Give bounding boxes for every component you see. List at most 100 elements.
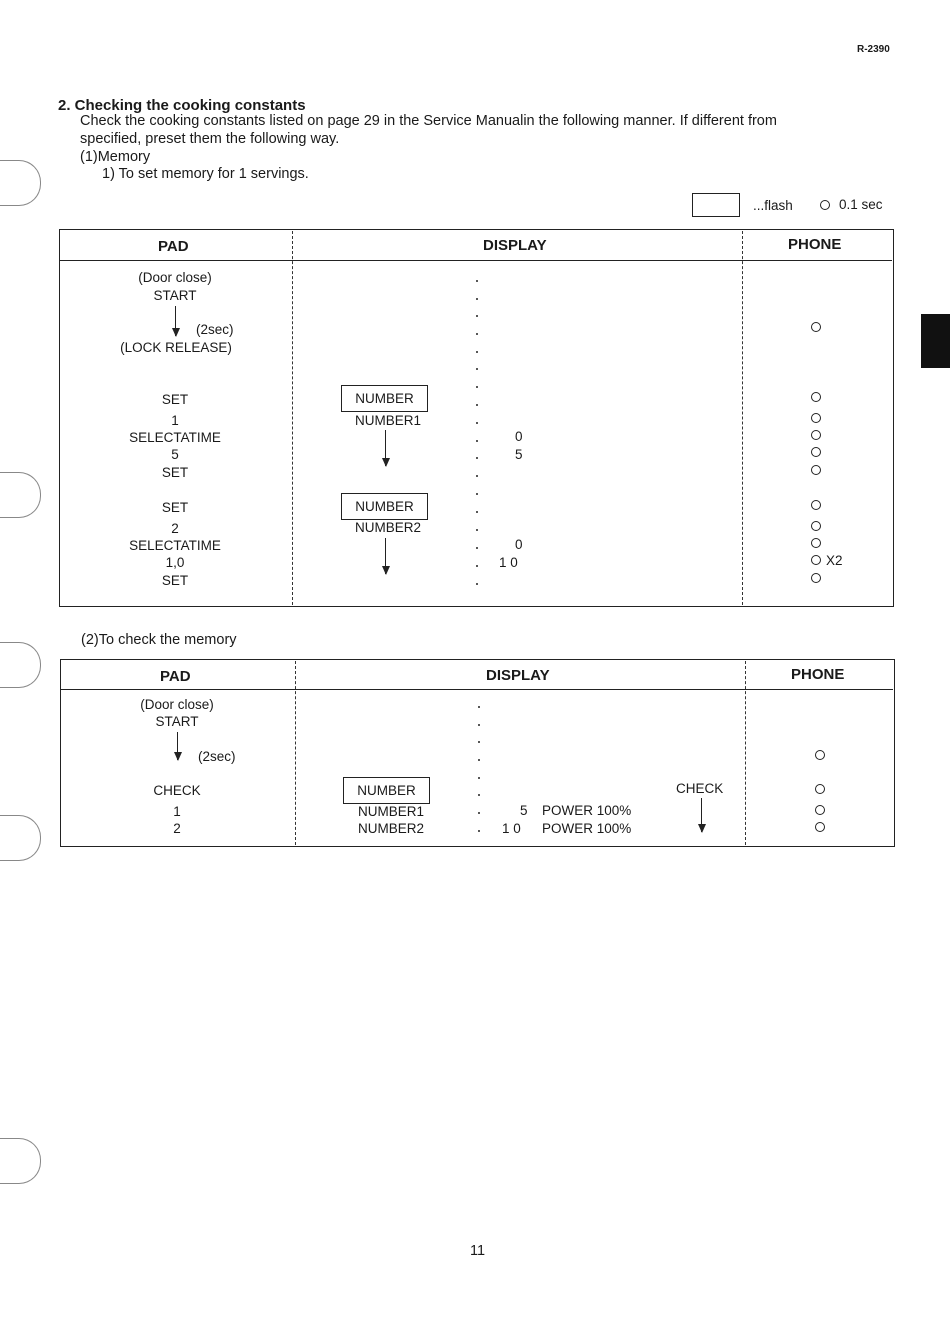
- phone-tone-icon: [811, 392, 821, 402]
- phone-repeat-label: X2: [826, 553, 843, 568]
- display-dot: [476, 511, 478, 513]
- display-dot: [476, 315, 478, 317]
- phone-tone-icon: [811, 555, 821, 565]
- intro-line-2: specified, preset them the following way…: [80, 131, 340, 147]
- down-arrow-icon: [381, 538, 390, 575]
- display-value: 1 0: [502, 821, 521, 836]
- display-power-text: POWER 100%: [542, 821, 632, 836]
- display-number1: NUMBER1: [358, 804, 425, 819]
- intro-line-1: Check the cooking constants listed on pa…: [80, 113, 777, 129]
- display-dot: [476, 351, 478, 353]
- display-check-label: CHECK: [676, 781, 724, 796]
- display-dot: [478, 830, 480, 832]
- pad-header: PAD: [160, 668, 191, 685]
- display-number-flash: NUMBER: [341, 493, 428, 520]
- pad-lock-release: (LOCK RELEASE): [120, 340, 232, 355]
- display-value: 1 0: [499, 555, 518, 570]
- down-arrow-icon: [173, 732, 182, 761]
- display-dot: [478, 759, 480, 761]
- phone-tone-icon: [811, 447, 821, 457]
- page-number: 11: [470, 1243, 486, 1259]
- phone-tone-icon: [811, 538, 821, 548]
- down-arrow-icon: [697, 798, 706, 833]
- pad-2sec: (2sec): [196, 322, 234, 337]
- interval-legend-label: 0.1 sec: [839, 197, 883, 212]
- display-number2: NUMBER2: [355, 520, 422, 535]
- binding-hole: [0, 642, 41, 688]
- display-header: DISPLAY: [483, 237, 547, 254]
- table-header-divider: [60, 260, 892, 261]
- display-dot: [476, 404, 478, 406]
- pad-digit: 1: [171, 413, 179, 428]
- section-title: 2. Checking the cooking constants: [58, 97, 306, 114]
- pad-set: SET: [161, 573, 189, 588]
- pad-digits: 1,0: [165, 555, 185, 570]
- table-header-divider: [61, 689, 893, 690]
- pad-set: SET: [161, 465, 189, 480]
- phone-tone-icon: [815, 822, 825, 832]
- phone-tone-icon: [811, 322, 821, 332]
- display-dot: [476, 386, 478, 388]
- pad-set: SET: [161, 392, 189, 407]
- pad-digit: 5: [171, 447, 179, 462]
- binding-hole: [0, 815, 41, 861]
- display-number1: NUMBER1: [355, 413, 422, 428]
- pad-set: SET: [161, 500, 189, 515]
- display-dot: [476, 422, 478, 424]
- display-dot: [476, 547, 478, 549]
- phone-tone-icon: [815, 750, 825, 760]
- display-dot: [478, 741, 480, 743]
- phone-header: PHONE: [788, 236, 842, 253]
- column-divider: [745, 661, 746, 845]
- phone-tone-icon: [811, 500, 821, 510]
- pad-start: START: [153, 288, 197, 303]
- display-dot: [478, 706, 480, 708]
- phone-tone-icon: [811, 573, 821, 583]
- display-dot: [476, 440, 478, 442]
- phone-tone-icon: [815, 805, 825, 815]
- down-arrow-icon: [381, 430, 390, 467]
- pad-2sec: (2sec): [198, 749, 236, 764]
- index-tab: [921, 314, 950, 368]
- display-value: 0: [515, 429, 523, 444]
- display-dot: [478, 794, 480, 796]
- display-dot: [476, 493, 478, 495]
- flash-legend-box: [692, 193, 740, 217]
- display-dot: [476, 457, 478, 459]
- display-value: 5: [520, 803, 528, 818]
- pad-digit: 2: [173, 821, 181, 836]
- pad-start: START: [155, 714, 199, 729]
- binding-hole: [0, 472, 41, 518]
- phone-tone-icon: [811, 430, 821, 440]
- display-dot: [476, 475, 478, 477]
- memory-check-table: [60, 659, 895, 847]
- pad-selectatime: SELECTATIME: [129, 538, 221, 553]
- display-power-text: POWER 100%: [542, 803, 632, 818]
- memory-set-table: [59, 229, 894, 607]
- pad-door-close: (Door close): [140, 697, 214, 712]
- display-number-flash: NUMBER: [341, 385, 428, 412]
- display-dot: [478, 812, 480, 814]
- phone-tone-icon: [811, 413, 821, 423]
- phone-tone-icon: [811, 465, 821, 475]
- display-header: DISPLAY: [486, 667, 550, 684]
- display-value: 0: [515, 537, 523, 552]
- display-number2: NUMBER2: [358, 821, 425, 836]
- pad-digit: 1: [173, 804, 181, 819]
- column-divider: [292, 231, 293, 605]
- pad-selectatime: SELECTATIME: [129, 430, 221, 445]
- display-dot: [476, 565, 478, 567]
- memory-step: 1) To set memory for 1 servings.: [102, 166, 309, 182]
- display-dot: [478, 777, 480, 779]
- display-dot: [478, 724, 480, 726]
- pad-check: CHECK: [153, 783, 201, 798]
- binding-hole: [0, 160, 41, 206]
- subsection-memory: (1)Memory: [80, 149, 151, 165]
- model-number: R-2390: [857, 44, 890, 55]
- pad-header: PAD: [158, 238, 189, 255]
- phone-header: PHONE: [791, 666, 845, 683]
- column-divider: [742, 231, 743, 605]
- display-dot: [476, 333, 478, 335]
- phone-tone-icon: [820, 200, 830, 210]
- display-number-flash: NUMBER: [343, 777, 430, 804]
